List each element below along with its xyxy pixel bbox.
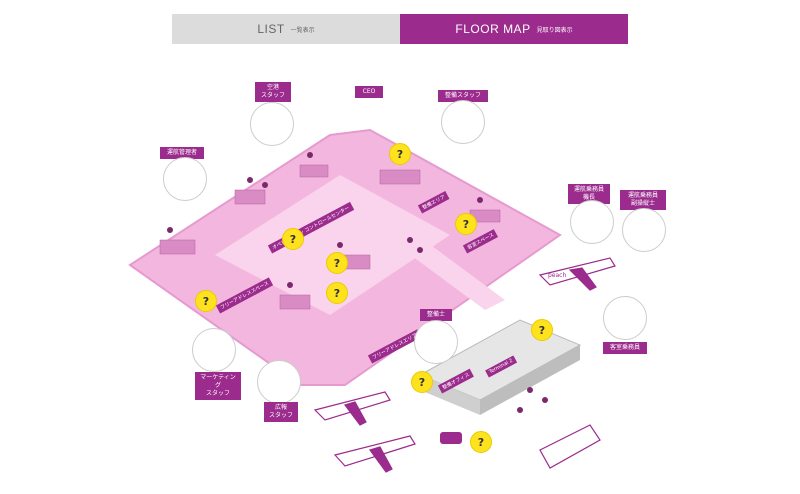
label-pr: 広報 スタッフ: [264, 402, 298, 422]
label-copilot: 運航乗務員 副操縦士: [620, 190, 666, 210]
question-bubble[interactable]: ?: [531, 319, 553, 341]
label-mechanic: 整備士: [420, 309, 452, 321]
question-bubble[interactable]: ?: [389, 143, 411, 165]
question-bubble[interactable]: ?: [326, 282, 348, 304]
question-bubble[interactable]: ?: [326, 252, 348, 274]
avatar-cabin-crew[interactable]: [603, 296, 647, 340]
airplane-1: [538, 257, 616, 291]
question-bubble[interactable]: ?: [411, 371, 433, 393]
avatar-dispatcher[interactable]: [163, 157, 207, 201]
desk-clusters: [159, 164, 501, 310]
car: [440, 432, 462, 444]
airplane-3: [333, 435, 416, 473]
label-cabin-crew: 客室乗務員: [603, 342, 647, 354]
label-airport-staff: 空港 スタッフ: [255, 82, 291, 102]
floor-inner: [215, 175, 450, 315]
terminal-side: [420, 375, 480, 415]
avatar-pr[interactable]: [257, 360, 301, 404]
corridor: [370, 215, 505, 310]
avatar-copilot[interactable]: [622, 208, 666, 252]
question-bubble[interactable]: ?: [195, 290, 217, 312]
tab-list[interactable]: LIST 一覧表示: [172, 14, 400, 44]
question-bubble[interactable]: ?: [282, 228, 304, 250]
label-captain: 運航乗務員 機長: [568, 184, 610, 204]
avatar-maintenance-staff[interactable]: [441, 100, 485, 144]
terminal-side-2: [480, 345, 580, 415]
avatar-marketing[interactable]: [192, 328, 236, 372]
label-maintenance-staff: 整備スタッフ: [438, 90, 488, 102]
label-dispatcher: 運航管理者: [160, 147, 204, 159]
airplane-2: [313, 391, 391, 426]
label-marketing: マーケティング スタッフ: [195, 372, 241, 400]
question-bubble[interactable]: ?: [470, 431, 492, 453]
plane-brand: peach: [548, 272, 566, 279]
view-tabs: LIST 一覧表示 FLOOR MAP 見取り図表示: [172, 14, 628, 44]
avatar-captain[interactable]: [570, 200, 614, 244]
question-bubble[interactable]: ?: [455, 213, 477, 235]
bus: [539, 424, 601, 469]
avatar-airport-staff[interactable]: [250, 102, 294, 146]
label-ceo: CEO: [355, 86, 383, 98]
avatar-mechanic[interactable]: [414, 320, 458, 364]
tab-floor-map[interactable]: FLOOR MAP 見取り図表示: [400, 14, 628, 44]
